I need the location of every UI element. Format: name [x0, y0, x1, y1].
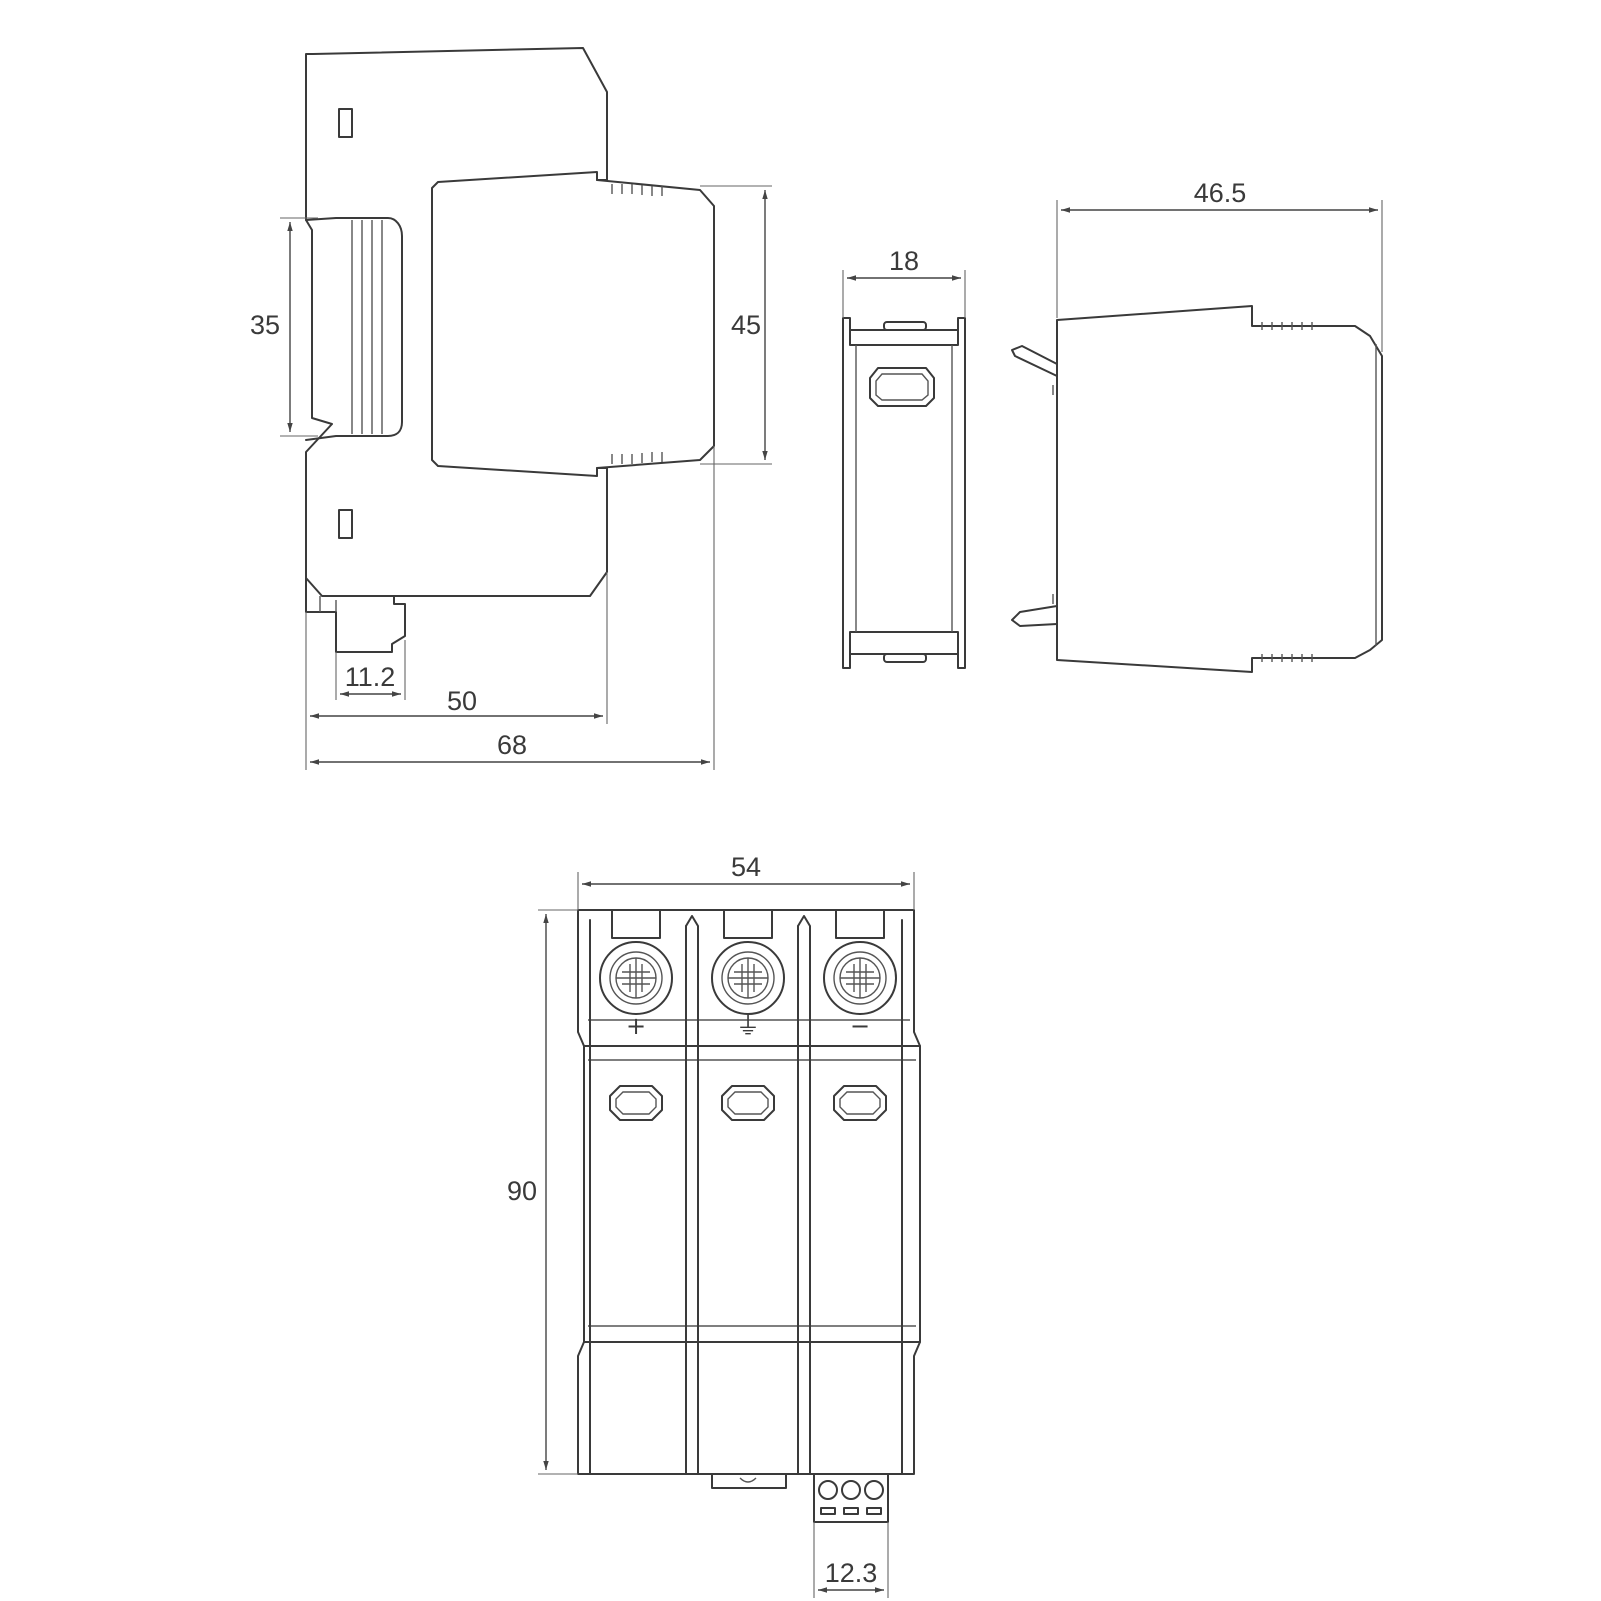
pole-dividers — [589, 915, 903, 1475]
rail-clip — [711, 1473, 787, 1489]
dim-depth-50: 50 — [447, 686, 477, 716]
depth-pin-top — [1011, 345, 1058, 377]
minus-mark: − — [850, 1012, 870, 1040]
module-depth-view: 46.5 — [1011, 178, 1383, 673]
plus-mark: + — [626, 1012, 646, 1040]
side-rail-slot — [305, 217, 403, 441]
dim-height-90: 90 — [507, 1176, 537, 1206]
dim-width-18: 18 — [889, 246, 919, 276]
side-view: 35 45 11.2 50 68 — [250, 47, 772, 770]
side-rail-ribs — [351, 220, 383, 434]
side-lower-window — [338, 509, 353, 539]
side-terminal-block — [305, 577, 406, 653]
depth-body — [1056, 305, 1383, 673]
terminal-screw-minus — [823, 941, 897, 1015]
side-module-ribs — [611, 184, 663, 464]
indicator-windows — [609, 1085, 887, 1121]
module-window — [869, 367, 935, 407]
dim-rail-35: 35 — [250, 310, 280, 340]
dim-width-54: 54 — [731, 852, 761, 882]
front-outline — [577, 909, 921, 1475]
dim-height-45: 45 — [731, 310, 761, 340]
terminal-screw-plus — [599, 941, 673, 1015]
side-upper-window — [338, 108, 353, 138]
aux-terminal — [813, 1473, 889, 1523]
terminal-screw-ground — [711, 941, 785, 1015]
dim-depth-46-5: 46.5 — [1194, 178, 1247, 208]
dim-total-68: 68 — [497, 730, 527, 760]
depth-pin-bottom — [1011, 605, 1058, 627]
depth-ribs — [1261, 322, 1313, 662]
dim-terminal-12-3: 12.3 — [825, 1558, 878, 1588]
dim-terminal-11-2: 11.2 — [345, 662, 396, 692]
module-outline — [842, 317, 966, 669]
module-side-view: 18 — [842, 246, 966, 669]
ground-mark: ⏚ — [736, 1012, 760, 1040]
front-view: + ⏚ − 54 — [507, 852, 921, 1598]
side-module-block — [596, 179, 715, 469]
terminal-housings — [611, 909, 885, 939]
